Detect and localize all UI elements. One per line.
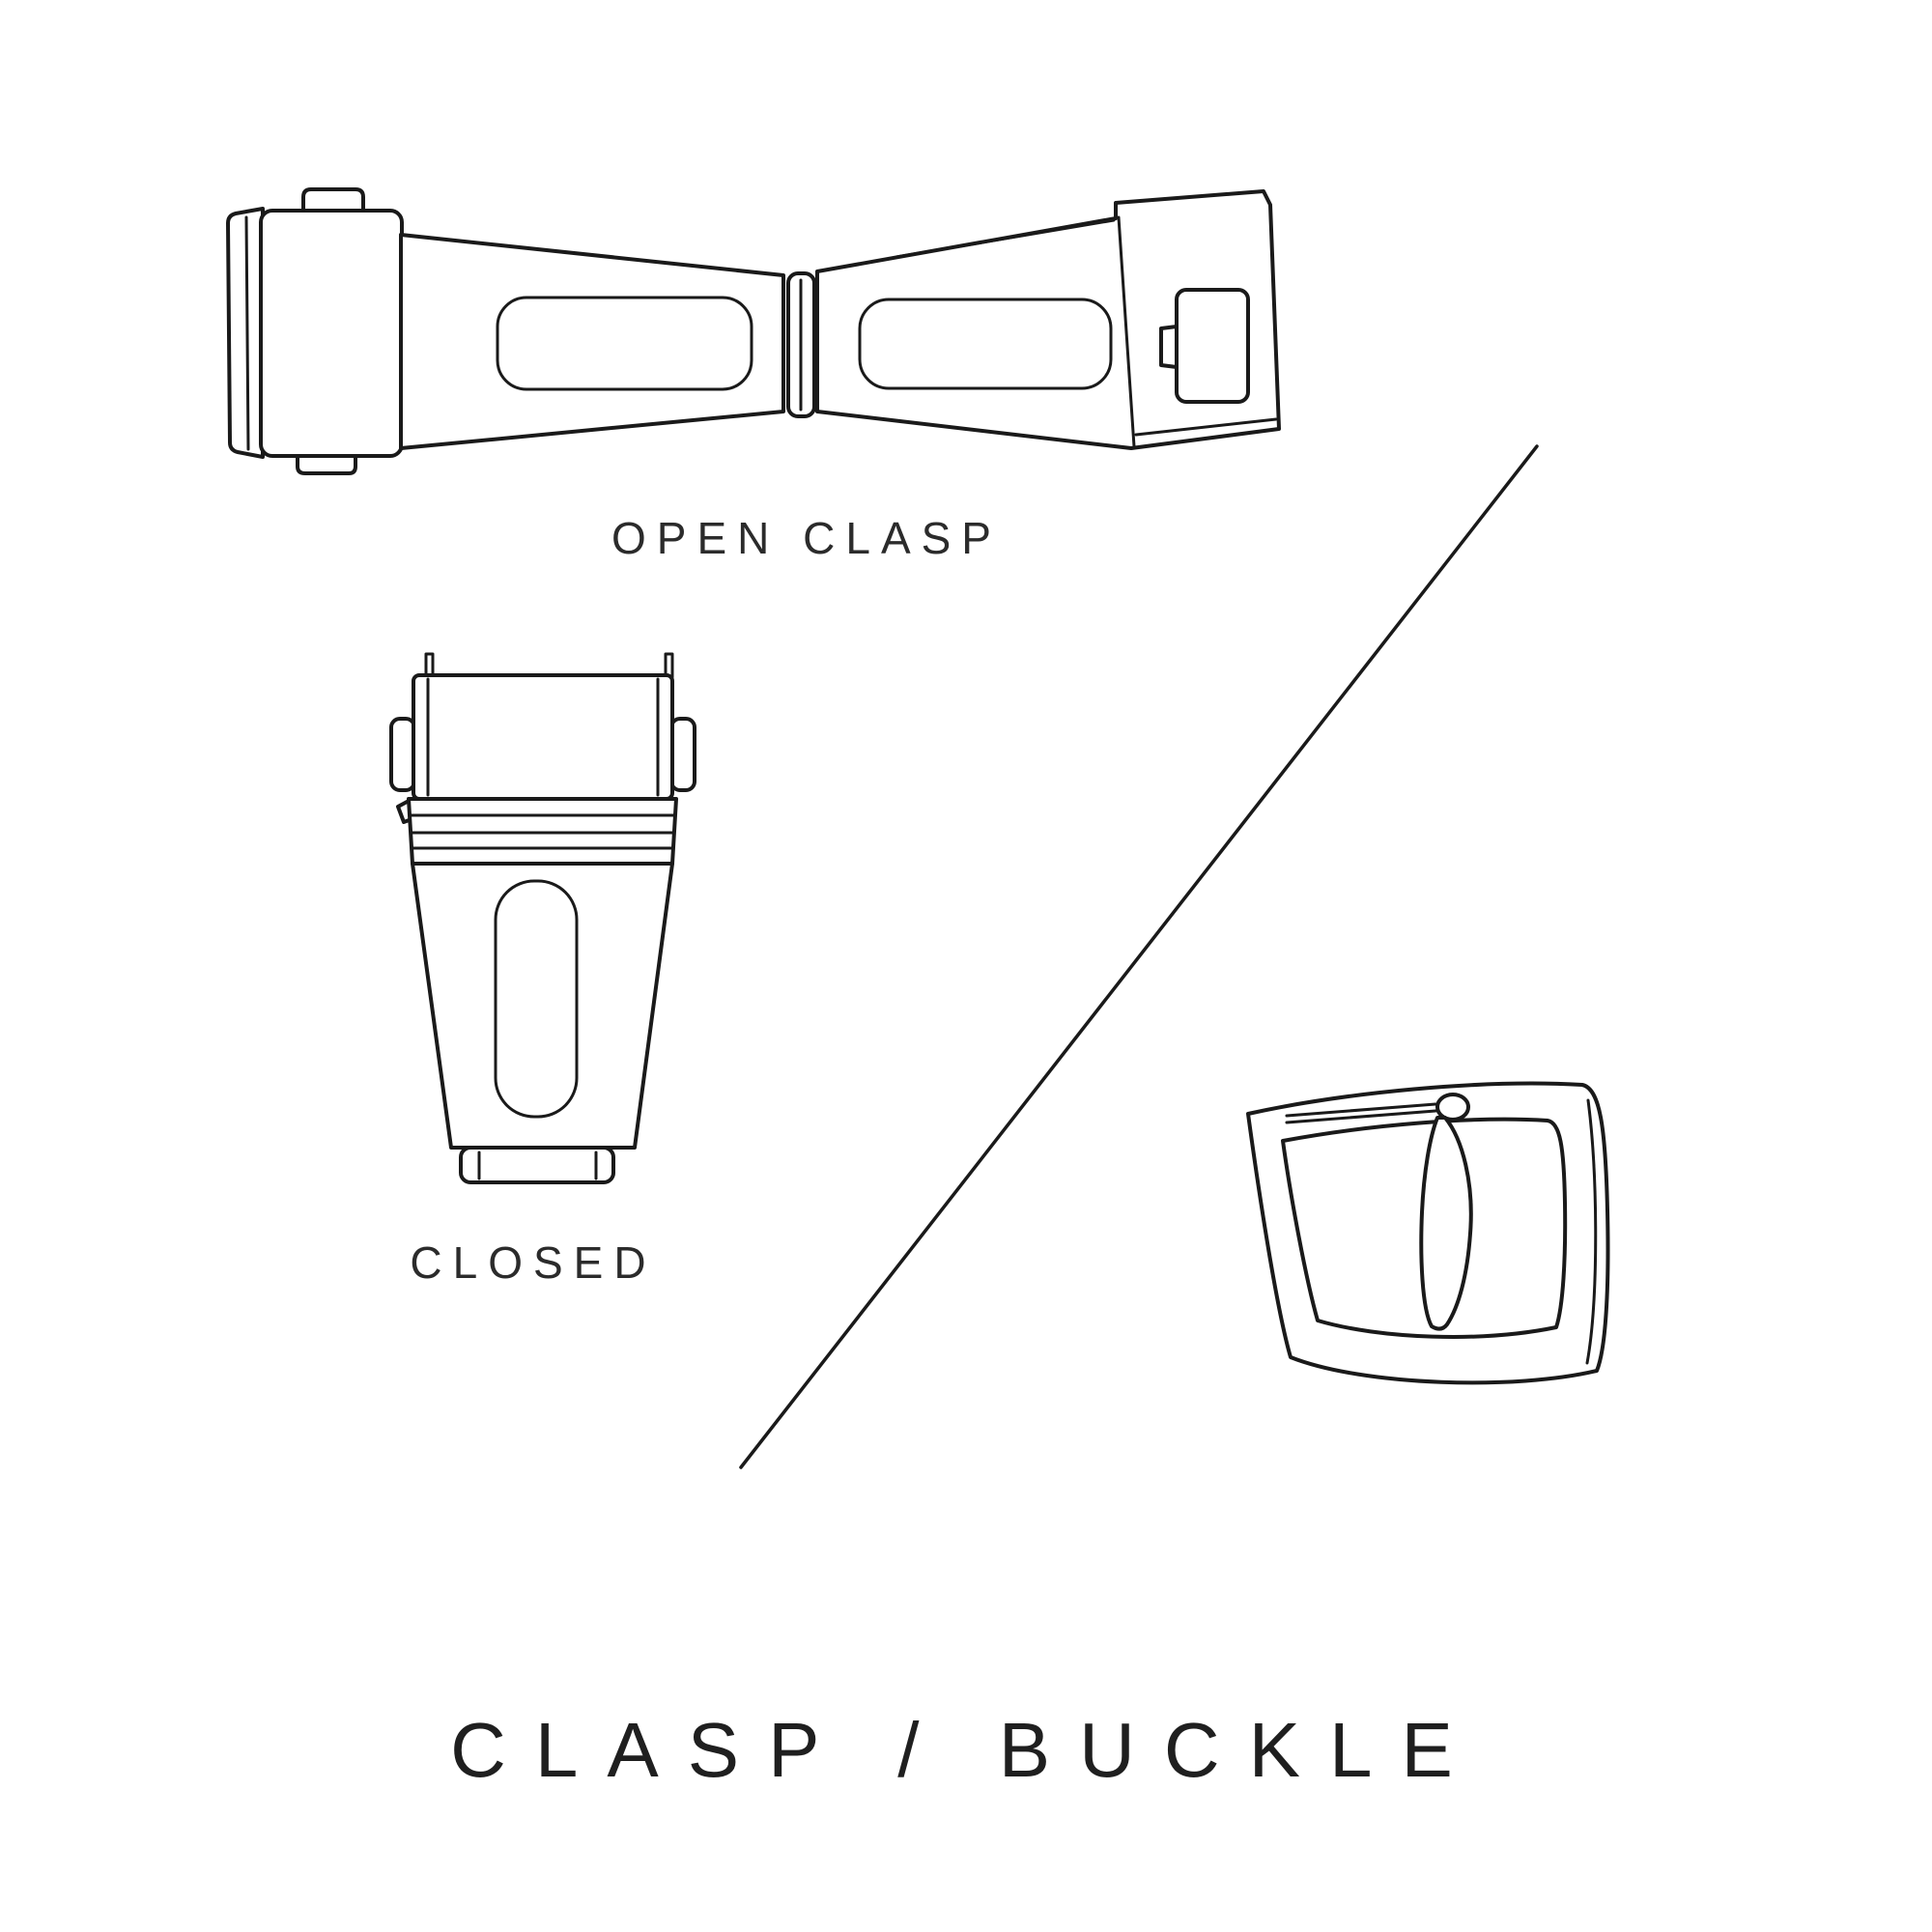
open-clasp-left-bracket-line [244, 215, 250, 451]
open-clasp-right-arm [815, 189, 1281, 450]
buckle-right-band-line [1585, 1098, 1598, 1365]
closed-clasp-body [411, 862, 674, 1150]
open-clasp-bottom-bump [296, 452, 357, 475]
open-clasp-left-arm [399, 233, 785, 450]
open-clasp-label: OPEN CLASP [611, 513, 1002, 563]
open-clasp-left-bracket [226, 207, 265, 459]
buckle-axle-top-line [1285, 1102, 1437, 1118]
buckle-axle-bottom-line [1285, 1109, 1437, 1124]
divider-line-stroke [739, 444, 1539, 1469]
open-clasp-bottom-fold-line [1134, 417, 1278, 437]
buckle-tang-loop [1435, 1093, 1470, 1122]
open-clasp-right-arm-inner [858, 298, 1113, 390]
buckle-tang [1419, 1116, 1473, 1331]
open-clasp-figure [220, 182, 1297, 491]
open-clasp-illustration [226, 187, 1281, 475]
open-clasp-catch [1175, 288, 1250, 404]
open-clasp-left-arm-inner [496, 296, 753, 391]
buckle-illustration [1246, 1081, 1610, 1385]
buckle-figure [1229, 1067, 1634, 1410]
open-clasp-endplate-divider [1117, 215, 1136, 448]
diagram-title: CLASP / BUCKLE [450, 1707, 1482, 1793]
closed-clasp-label: CLOSED [410, 1237, 657, 1288]
closed-clasp-figure [382, 649, 700, 1190]
closed-clasp-illustration [389, 652, 696, 1184]
open-clasp-top-bump [301, 187, 365, 214]
open-clasp-top-lip-line [895, 218, 1116, 259]
closed-clasp-body-inner [494, 879, 579, 1119]
closed-clasp-bottom-bar [459, 1146, 615, 1184]
